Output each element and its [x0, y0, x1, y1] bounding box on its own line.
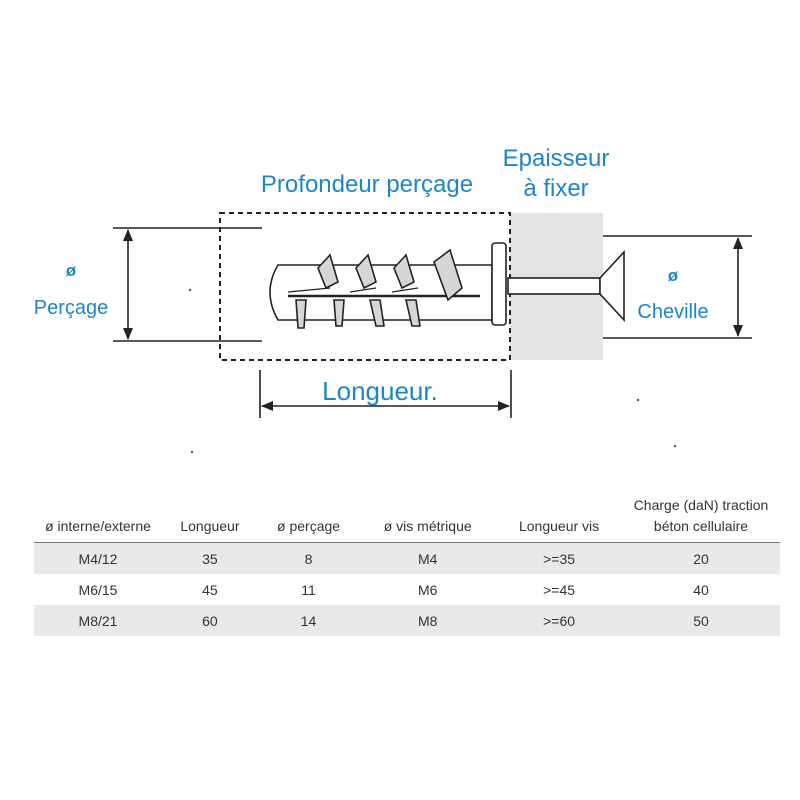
label-thickness-line1: Epaisseur	[503, 145, 610, 172]
drill-diameter-symbol: ø	[66, 261, 77, 280]
label-thickness-line2: à fixer	[523, 175, 588, 202]
table-row: M6/15 45 11 M6 >=45 40	[34, 574, 780, 605]
table-header-row: ø interne/externe Longueur ø perçage ø v…	[34, 488, 780, 543]
header-cell: Longueur	[162, 488, 258, 543]
length-dimension	[259, 370, 512, 418]
table-cell: >=60	[496, 605, 622, 636]
table-cell: 50	[622, 605, 780, 636]
table-cell: M8	[359, 605, 497, 636]
header-cell: ø vis métrique	[359, 488, 497, 543]
table-cell: >=35	[496, 542, 622, 574]
scan-dot	[636, 398, 640, 402]
plug-diameter-symbol: ø	[668, 266, 679, 285]
table-cell: M6	[359, 574, 497, 605]
table-cell: 40	[622, 574, 780, 605]
label-plug: Cheville	[637, 301, 708, 323]
table-cell: 20	[622, 542, 780, 574]
header-cell: Charge (daN) traction béton cellulaire	[622, 488, 780, 543]
header-cell: Longueur vis	[496, 488, 622, 543]
screw	[507, 249, 625, 323]
label-drill: Perçage	[34, 297, 109, 319]
label-depth: Profondeur perçage	[261, 171, 473, 198]
plug	[269, 242, 507, 329]
scan-dot	[188, 288, 192, 292]
table-cell: 14	[257, 605, 360, 636]
table-row: M8/21 60 14 M8 >=60 50	[34, 605, 780, 636]
label-length: Longueur.	[322, 376, 438, 406]
table-cell: 35	[162, 542, 258, 574]
table-cell: M4/12	[34, 542, 162, 574]
scan-dot	[190, 450, 194, 454]
table-cell: M4	[359, 542, 497, 574]
table-cell: 45	[162, 574, 258, 605]
table-cell: 11	[257, 574, 360, 605]
table-cell: M6/15	[34, 574, 162, 605]
drill-diameter-dimension	[113, 227, 262, 342]
table-cell: M8/21	[34, 605, 162, 636]
table-cell: 60	[162, 605, 258, 636]
plug-diameter-dimension	[603, 235, 752, 339]
table-cell: >=45	[496, 574, 622, 605]
anchor-diagram: Profondeur perçage Epaisseur à fixer ø P…	[34, 145, 752, 454]
header-cell: ø interne/externe	[34, 488, 162, 543]
header-cell: ø perçage	[257, 488, 360, 543]
table-row: M4/12 35 8 M4 >=35 20	[34, 542, 780, 574]
spec-table: ø interne/externe Longueur ø perçage ø v…	[34, 488, 780, 636]
table-cell: 8	[257, 542, 360, 574]
scan-dot	[673, 444, 677, 448]
